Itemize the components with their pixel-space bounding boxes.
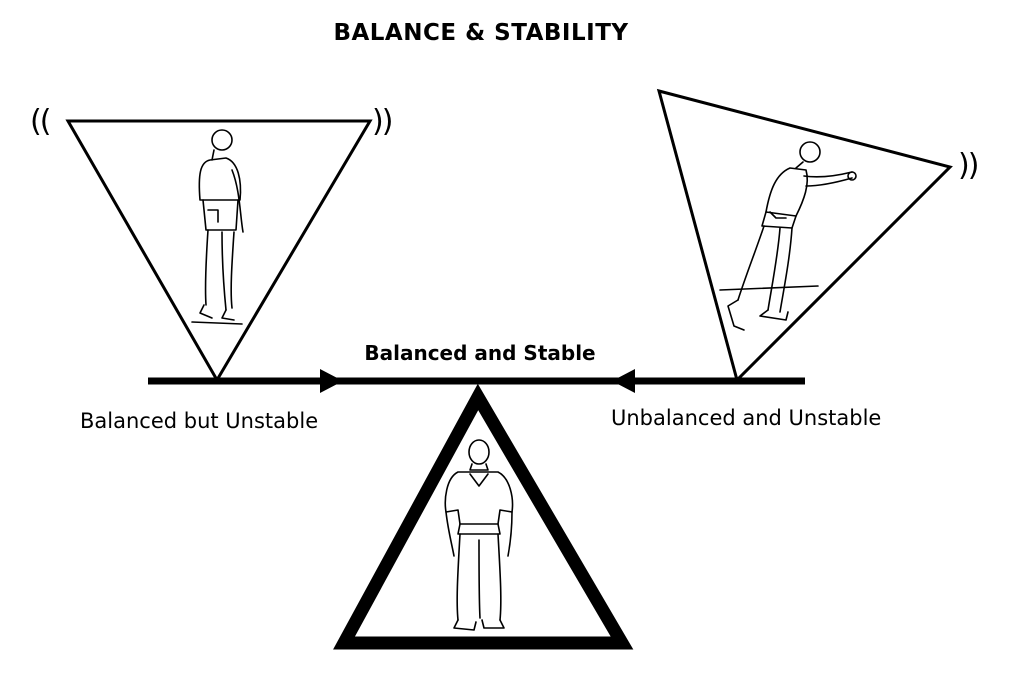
arrow-right-pointing: [320, 369, 343, 393]
person-standing-on-toes-figure: [191, 129, 244, 325]
balanced-stable-label: Balanced and Stable: [364, 341, 596, 365]
arrow-left-pointing: [612, 369, 635, 393]
vibration-mark-right-of-left-triangle: )): [372, 104, 393, 139]
right-tilted-triangle: [656, 88, 953, 383]
person-standing-flat-figure: [444, 439, 514, 631]
unbalanced-unstable-label: Unbalanced and Unstable: [611, 406, 882, 430]
balanced-unstable-label: Balanced but Unstable: [80, 409, 319, 433]
person-leaning-reaching-figure: [719, 141, 857, 331]
vibration-mark-left: ((: [30, 104, 51, 139]
left-inverted-triangle: [65, 119, 373, 383]
vibration-mark-right-of-right-triangle: )): [958, 148, 979, 183]
center-stable-triangle: [333, 383, 634, 650]
diagram-title: BALANCE & STABILITY: [333, 20, 629, 46]
